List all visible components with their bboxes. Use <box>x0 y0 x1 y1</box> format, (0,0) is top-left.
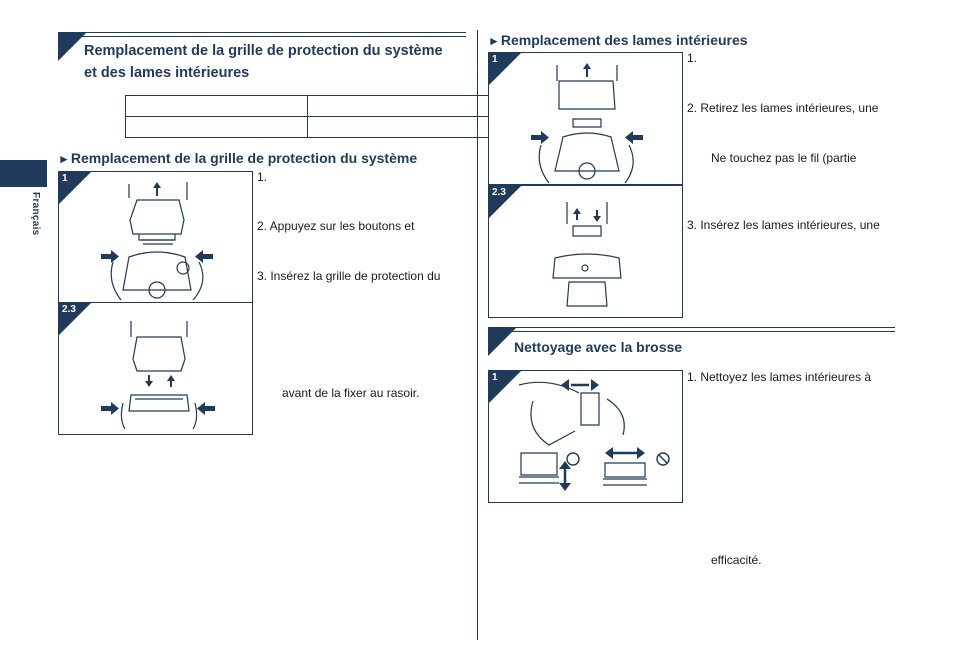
section-corner-triangle <box>488 328 516 356</box>
step-3-text: 3. Insérez les lames intérieures, une <box>687 218 880 232</box>
figure-brush-cleaning: 1 <box>488 370 683 503</box>
step-3-text: 3. Insérez la grille de protection du <box>257 269 441 283</box>
arrow-left-right-icon <box>605 447 645 459</box>
prohibited-icon <box>656 452 670 466</box>
step-badge <box>489 371 521 403</box>
column-divider <box>477 30 478 640</box>
arrow-up-down-icon <box>559 461 571 491</box>
step-badge-label: 2.3 <box>492 187 506 198</box>
figure-step-1: 1 <box>488 52 683 185</box>
sub-heading-grille: ►Remplacement de la grille de protection… <box>58 150 418 166</box>
caution-note: Ne touchez pas le fil (partie <box>711 151 857 165</box>
triangle-right-icon: ► <box>58 152 70 166</box>
arrow-down-icon <box>145 375 153 387</box>
section-corner-triangle <box>58 33 86 61</box>
blade-removal-illustration <box>531 63 643 184</box>
arrow-down-icon <box>593 210 601 222</box>
brush-cleaning-illustration <box>518 379 670 491</box>
blade-insertion-illustration <box>552 202 622 307</box>
correct-circle-icon <box>566 452 580 466</box>
table-row <box>125 116 490 138</box>
language-label: Français <box>30 192 41 236</box>
table-cell <box>125 116 308 138</box>
arrow-left-icon <box>197 402 215 415</box>
table-cell <box>125 95 308 117</box>
step-badge-label: 1 <box>492 372 498 383</box>
section-rule-2 <box>58 36 466 37</box>
shaver-foil-insertion-illustration <box>101 321 215 430</box>
arrow-left-right-icon <box>561 379 599 391</box>
arrow-up-icon <box>573 208 581 220</box>
step-3-continuation: avant de la fixer au rasoir. <box>282 386 420 400</box>
triangle-right-icon: ► <box>488 34 500 48</box>
table-cell <box>307 116 490 138</box>
figure-step-2-3: 2.3 <box>58 302 253 435</box>
figure-step-2-3: 2.3 <box>488 185 683 318</box>
step-badge-label: 1 <box>62 173 68 184</box>
language-tab <box>0 160 47 187</box>
section-rule-2 <box>488 331 895 332</box>
arrow-up-icon <box>167 375 175 387</box>
figure-step-1: 1 <box>58 171 253 304</box>
table-row <box>125 95 490 117</box>
step-2-text: 2. Appuyez sur les boutons et <box>257 219 415 233</box>
step-1-text: 1. <box>687 51 698 65</box>
arrow-left-icon <box>625 131 643 144</box>
step-badge <box>59 303 91 335</box>
step-badge-label: 1 <box>492 54 498 65</box>
table-cell <box>307 95 490 117</box>
arrow-right-icon <box>101 402 119 415</box>
arrow-right-icon <box>531 131 549 144</box>
sub-heading-lames: ►Remplacement des lames intérieures <box>488 32 748 48</box>
section-rule <box>488 327 895 328</box>
brush-section-title: Nettoyage avec la brosse <box>514 339 683 355</box>
section-rule <box>58 32 466 33</box>
arrow-right-icon <box>101 250 119 263</box>
step-badge <box>489 186 521 218</box>
step-2-text: 2. Retirez les lames intérieures, une <box>687 101 879 115</box>
step-1-text: 1. <box>257 170 268 184</box>
spec-table <box>125 95 490 138</box>
step-badge <box>489 53 521 85</box>
arrow-left-icon <box>195 250 213 263</box>
step-badge <box>59 172 91 204</box>
shaver-foil-removal-illustration <box>101 182 213 301</box>
step-badge-label: 2.3 <box>62 304 76 315</box>
brush-step-1-text: 1. Nettoyez les lames intérieures à <box>687 370 872 384</box>
arrow-up-icon <box>153 182 161 196</box>
section-title: Remplacement de la grille de protection … <box>84 43 443 81</box>
arrow-up-icon <box>583 63 591 77</box>
brush-step-end-text: efficacité. <box>711 553 762 567</box>
